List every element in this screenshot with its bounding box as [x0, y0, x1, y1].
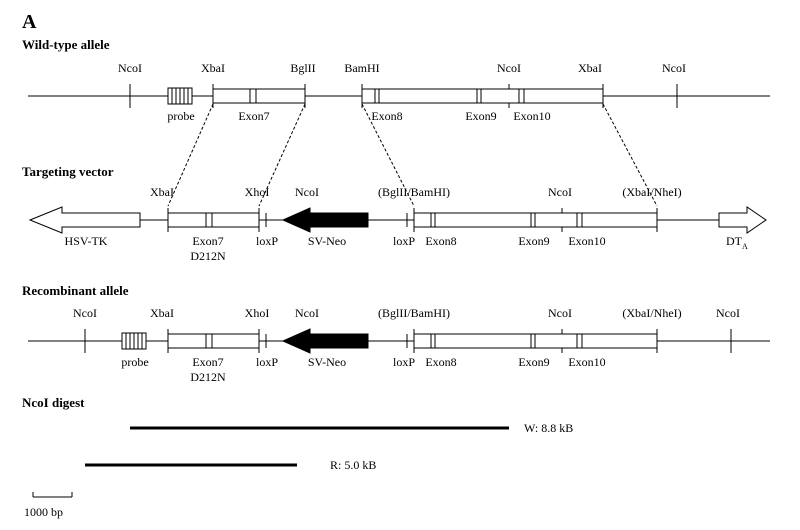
rec-xhoi-label: XhoI [245, 306, 270, 320]
wt-exon8-mark [374, 88, 380, 104]
wt-ncoi-1-label: NcoI [118, 61, 142, 75]
tv-exon8-mark [430, 212, 436, 228]
tv-xbai-label: XbaI [150, 185, 174, 199]
tv-exon9-mark [530, 212, 536, 228]
tv-ncoi-2-label: NcoI [548, 185, 572, 199]
heading-wild-type: Wild-type allele [22, 37, 110, 52]
wt-bamhi-label: BamHI [344, 61, 379, 75]
targeting-vector-map: XbaI XhoI NcoI (BglII/BamHI) NcoI (XbaI/… [28, 185, 767, 263]
rec-ncoi-3-label: NcoI [548, 306, 572, 320]
hsv-tk-arrow [28, 206, 141, 234]
rec-exon8-label: Exon8 [425, 355, 456, 369]
tv-dta-main: DT [726, 234, 743, 248]
recombinant-map: NcoI XbaI XhoI NcoI (BglII/BamHI) NcoI (… [28, 306, 770, 384]
rec-exon10-mark [576, 333, 583, 349]
rec-sv-neo-label: SV-Neo [308, 355, 346, 369]
homology-lines [167, 103, 658, 207]
rec-ncoi-2-label: NcoI [295, 306, 319, 320]
recombinant-fragment-label: R: 5.0 kB [330, 458, 376, 472]
wild-type-map: NcoI XbaI BglII BamHI NcoI XbaI NcoI pro… [28, 61, 770, 123]
rec-ncoi-1-label: NcoI [73, 306, 97, 320]
wt-exon10-mark [518, 88, 525, 104]
rec-loxp-2-label: loxP [393, 355, 415, 369]
rec-exon9-label: Exon9 [518, 355, 549, 369]
rec-bglii-bamhi-label: (BglII/BamHI) [378, 306, 450, 320]
tv-exon7-label: Exon7 [192, 234, 223, 248]
heading-digest: NcoI digest [22, 395, 85, 410]
tv-hsv-tk-label: HSV-TK [65, 234, 108, 248]
rec-ncoi-4-label: NcoI [716, 306, 740, 320]
scale-bar: 1000 bp [24, 492, 73, 519]
wt-exon7-region [212, 88, 306, 104]
panel-label: A [22, 11, 37, 33]
tv-dta-subscript: A [742, 242, 748, 251]
wt-exon8-10-region [361, 88, 604, 104]
wt-exon7-mark [249, 88, 257, 104]
rec-xbai-label: XbaI [150, 306, 174, 320]
sv-neo-arrow [281, 207, 369, 233]
rec-xbai-nhei-label: (XbaI/NheI) [622, 306, 681, 320]
wt-bglii-label: BglII [290, 61, 315, 75]
heading-recombinant: Recombinant allele [22, 283, 129, 298]
dta-arrow [718, 206, 767, 234]
rec-exon8-mark [430, 333, 436, 349]
rec-exon10-label: Exon10 [568, 355, 605, 369]
wt-probe-label: probe [167, 109, 194, 123]
rec-sv-neo-arrow [281, 328, 369, 354]
wt-exon7-label: Exon7 [238, 109, 269, 123]
wt-exon10-label: Exon10 [513, 109, 550, 123]
wt-probe-hatch [171, 88, 189, 104]
scale-bar-label: 1000 bp [24, 505, 63, 519]
wt-xbai-1-label: XbaI [201, 61, 225, 75]
wt-ncoi-3-label: NcoI [662, 61, 686, 75]
wt-exon9-label: Exon9 [465, 109, 496, 123]
wt-ncoi-2-label: NcoI [497, 61, 521, 75]
wt-exon9-mark [476, 88, 482, 104]
tv-loxp-2-label: loxP [393, 234, 415, 248]
tv-exon9-label: Exon9 [518, 234, 549, 248]
wt-exon8-label: Exon8 [371, 109, 402, 123]
tv-mutation-label: D212N [190, 249, 226, 263]
rec-exon7-label: Exon7 [192, 355, 223, 369]
wt-xbai-2-label: XbaI [578, 61, 602, 75]
heading-targeting-vector: Targeting vector [22, 164, 114, 179]
rec-mutation-label: D212N [190, 370, 226, 384]
tv-loxp-1-label: loxP [256, 234, 278, 248]
tv-dta-label: DTA [726, 234, 748, 251]
wild-type-fragment-label: W: 8.8 kB [524, 421, 573, 435]
tv-exon8-label: Exon8 [425, 234, 456, 248]
tv-exon10-mark [576, 212, 583, 228]
rec-probe-label: probe [121, 355, 148, 369]
rec-probe-hatch [125, 333, 143, 349]
tv-ncoi-1-label: NcoI [295, 185, 319, 199]
tv-xhoi-label: XhoI [245, 185, 270, 199]
rec-exon7-region [167, 333, 260, 349]
tv-exon7-mark [205, 212, 213, 228]
tv-exon10-label: Exon10 [568, 234, 605, 248]
rec-loxp-1-label: loxP [256, 355, 278, 369]
rec-exon7-mark [205, 333, 213, 349]
tv-bglii-bamhi-label: (BglII/BamHI) [378, 185, 450, 199]
tv-exon7-region [167, 212, 260, 228]
tv-xbai-nhei-label: (XbaI/NheI) [622, 185, 681, 199]
rec-exon9-mark [530, 333, 536, 349]
tv-sv-neo-label: SV-Neo [308, 234, 346, 248]
